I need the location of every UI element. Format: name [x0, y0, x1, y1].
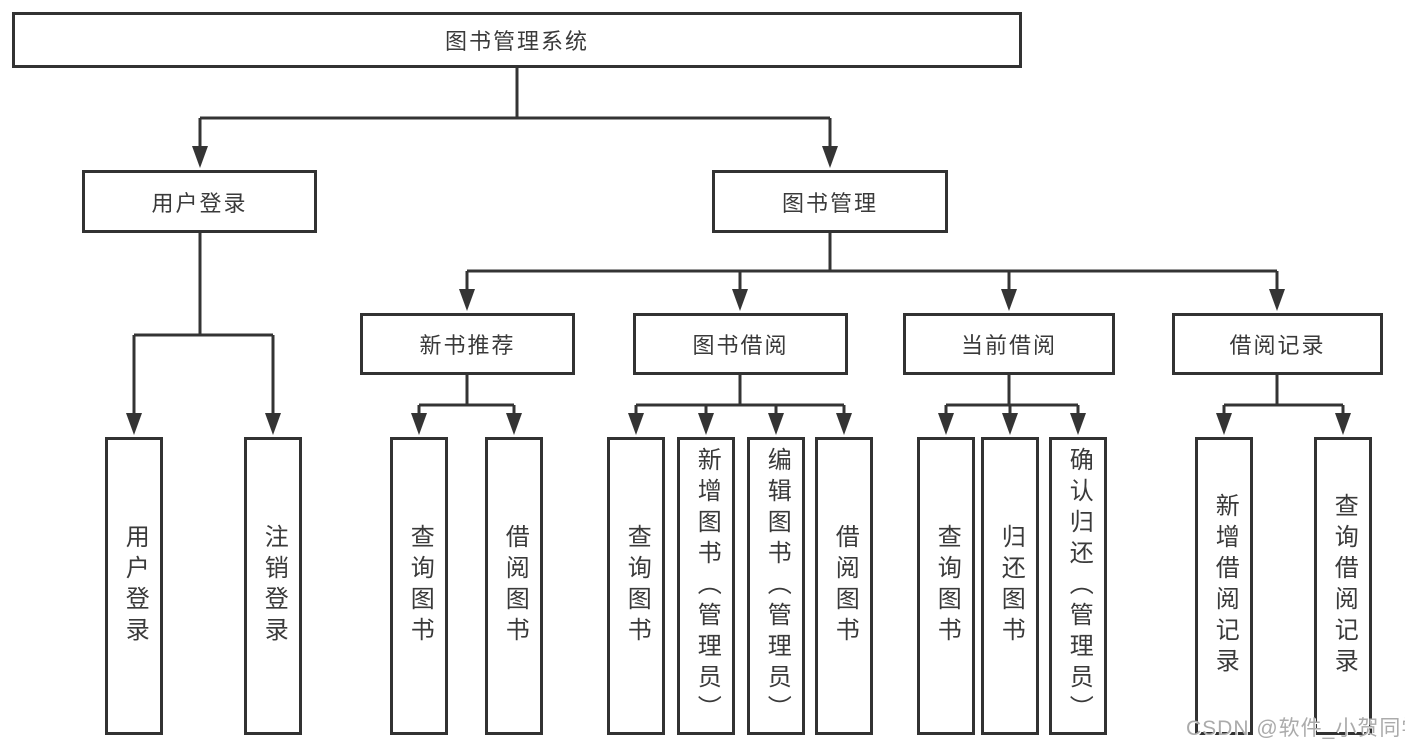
- leaf-query-books-borrow-label: 查询图书: [623, 524, 651, 648]
- leaf-edit-books-admin: 编辑图书（管理员）: [747, 437, 805, 735]
- leaf-user-login: 用户登录: [105, 437, 163, 735]
- leaf-query-books-recommend: 查询图书: [390, 437, 448, 735]
- leaf-query-books-current-label: 查询图书: [933, 524, 961, 648]
- leaf-user-login-label: 用户登录: [121, 524, 149, 648]
- leaf-return-books: 归还图书: [981, 437, 1039, 735]
- leaf-borrow-books: 借阅图书: [815, 437, 873, 735]
- leaf-add-books-admin-label: 新增图书（管理员）: [693, 446, 721, 726]
- leaf-logout-login-label: 注销登录: [260, 524, 288, 648]
- node-book-management: 图书管理: [712, 170, 948, 233]
- leaf-query-borrow-record-label: 查询借阅记录: [1330, 493, 1358, 679]
- csdn-watermark: CSDN @软件_小贺同学: [1186, 717, 1405, 740]
- leaf-query-books-recommend-label: 查询图书: [406, 524, 434, 648]
- node-current-borrow: 当前借阅: [903, 313, 1115, 375]
- leaf-borrow-books-label: 借阅图书: [831, 524, 859, 648]
- leaf-borrow-books-recommend: 借阅图书: [485, 437, 543, 735]
- leaf-add-borrow-record: 新增借阅记录: [1195, 437, 1253, 735]
- leaf-return-books-label: 归还图书: [997, 524, 1025, 648]
- node-library-management-system: 图书管理系统: [12, 12, 1022, 68]
- node-borrow-records: 借阅记录: [1172, 313, 1383, 375]
- leaf-confirm-return-admin-label: 确认归还（管理员）: [1065, 446, 1093, 726]
- node-user-login: 用户登录: [82, 170, 317, 233]
- leaf-query-books-borrow: 查询图书: [607, 437, 665, 735]
- leaf-query-books-current: 查询图书: [917, 437, 975, 735]
- leaf-logout-login: 注销登录: [244, 437, 302, 735]
- leaf-add-borrow-record-label: 新增借阅记录: [1211, 493, 1239, 679]
- leaf-confirm-return-admin: 确认归还（管理员）: [1049, 437, 1107, 735]
- leaf-add-books-admin: 新增图书（管理员）: [677, 437, 735, 735]
- leaf-edit-books-admin-label: 编辑图书（管理员）: [763, 446, 791, 726]
- leaf-borrow-books-recommend-label: 借阅图书: [501, 524, 529, 648]
- node-new-book-recommend: 新书推荐: [360, 313, 575, 375]
- leaf-query-borrow-record: 查询借阅记录: [1314, 437, 1372, 735]
- node-book-borrow: 图书借阅: [633, 313, 848, 375]
